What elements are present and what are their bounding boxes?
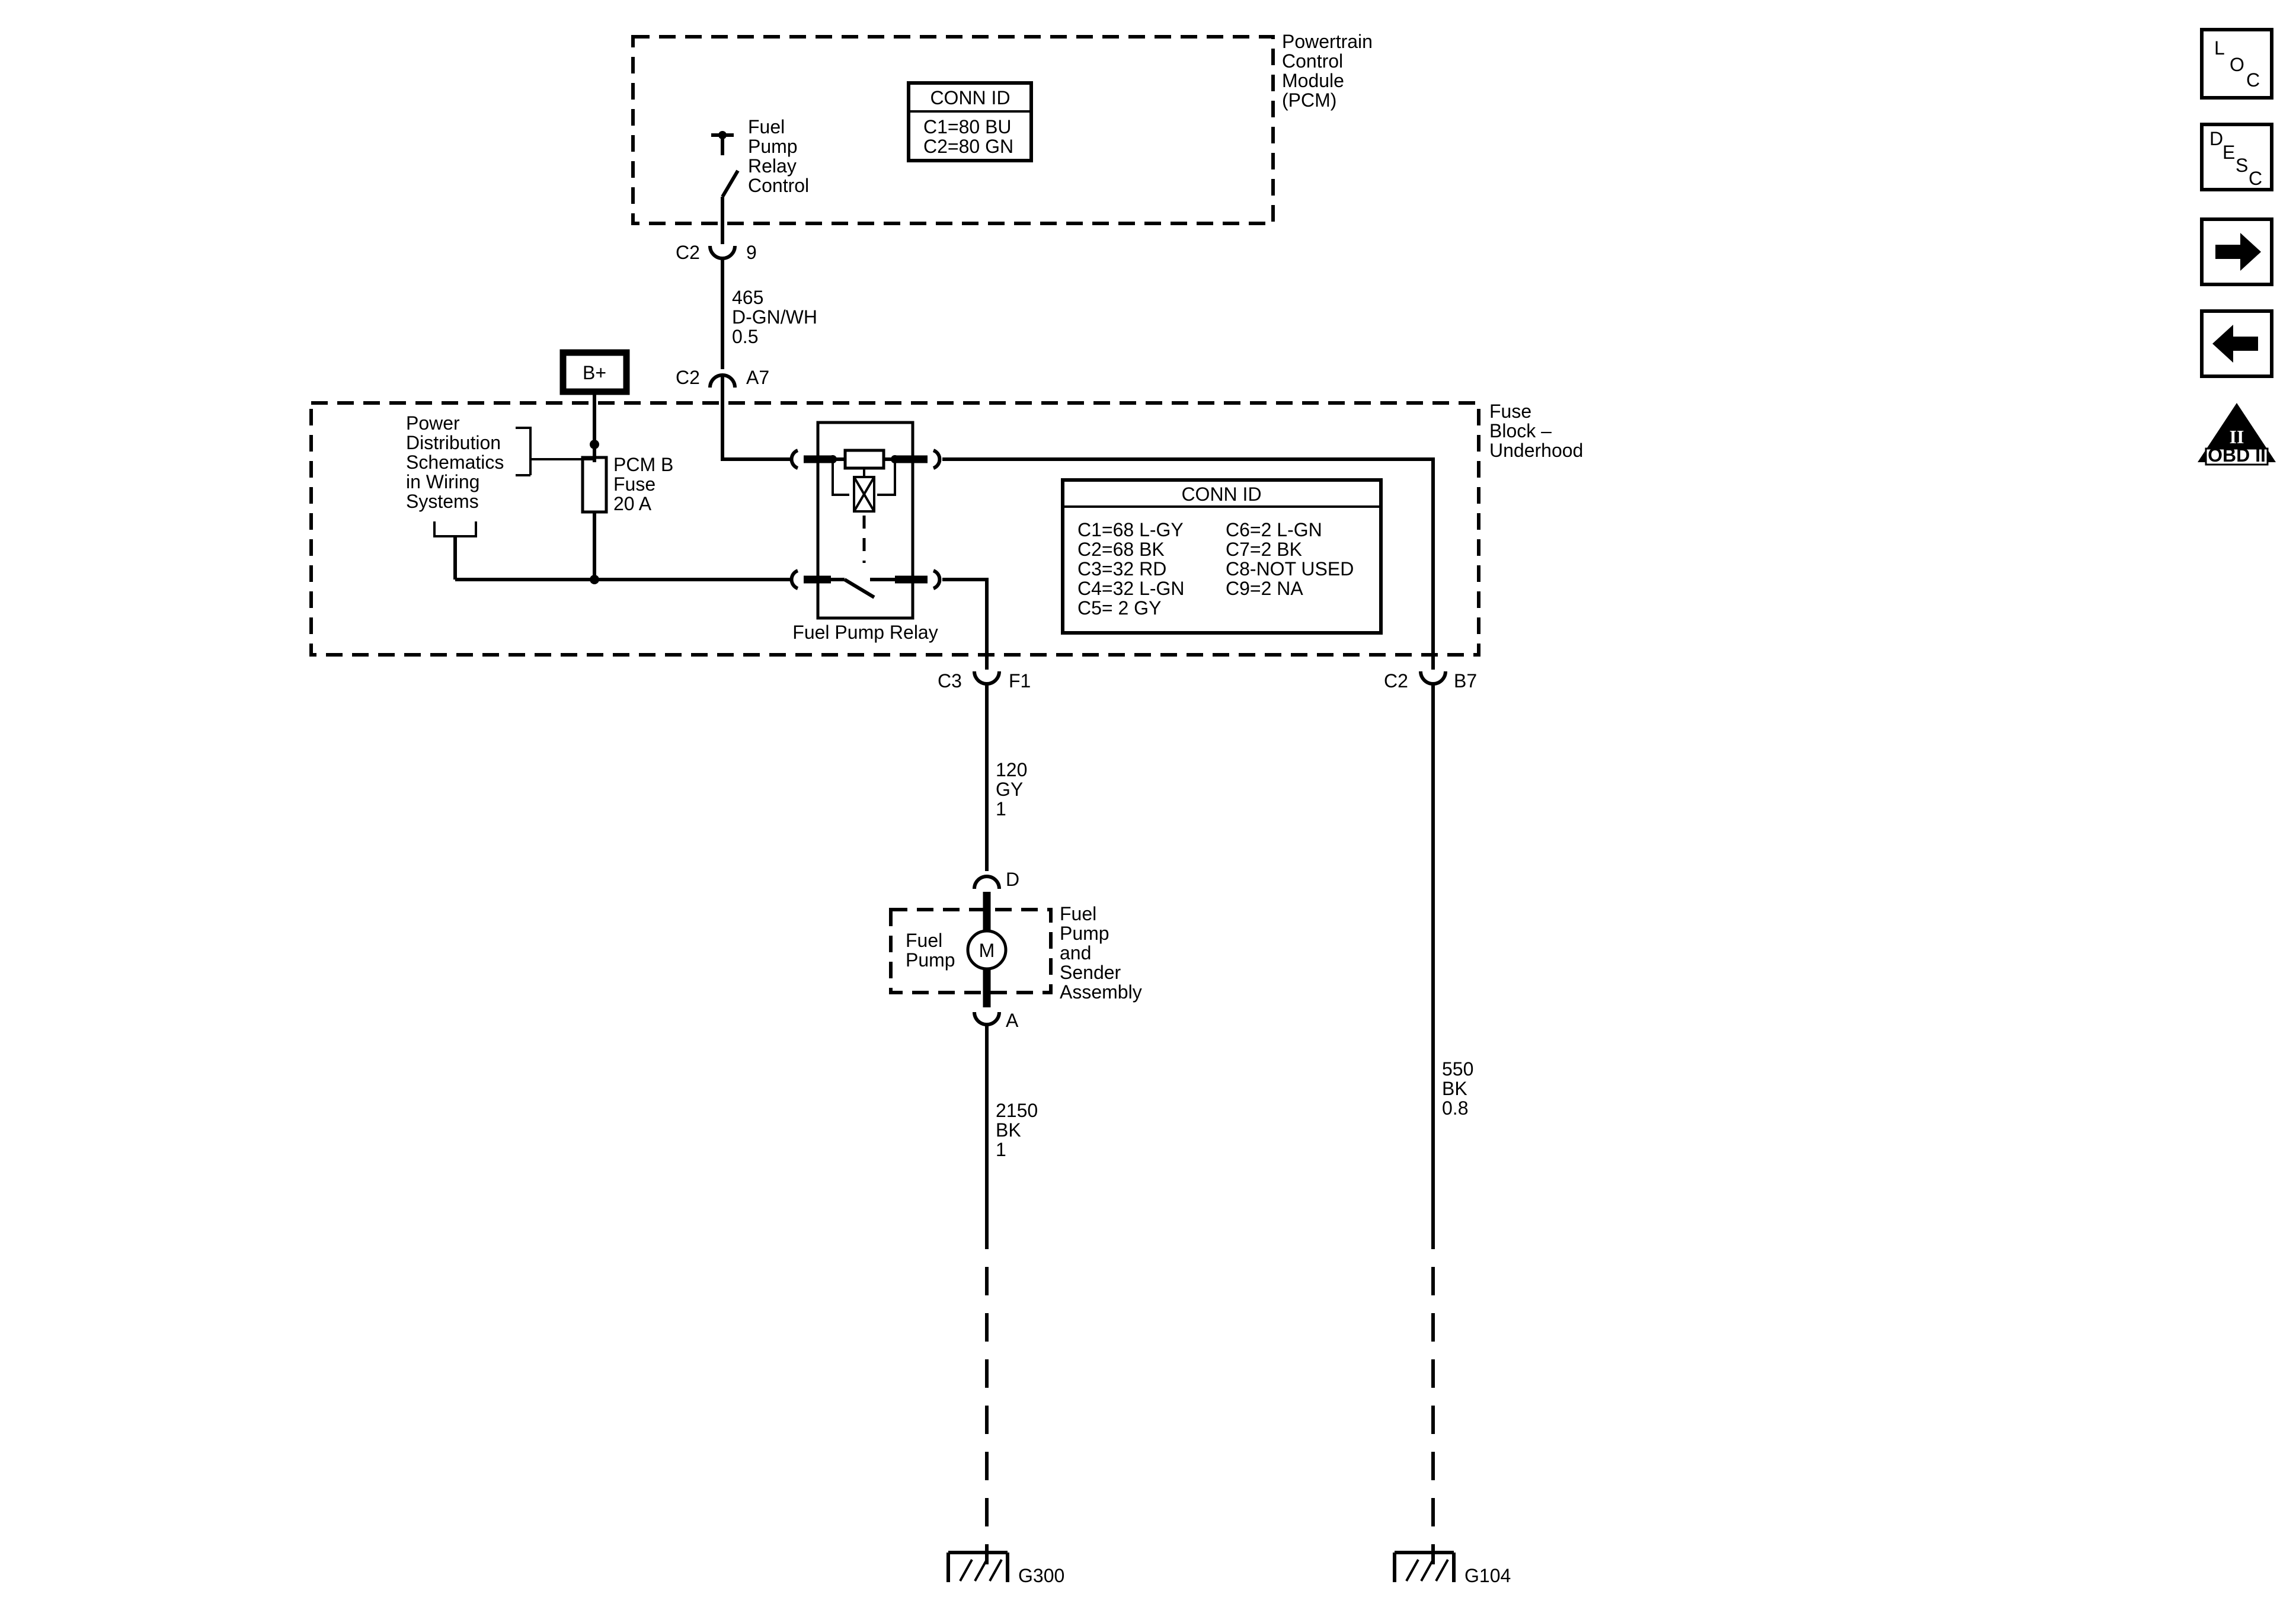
switch-label-line: Fuel	[748, 116, 785, 137]
pcm-name-line: (PCM)	[1282, 89, 1336, 111]
desc-button[interactable]: D E S C	[2200, 123, 2273, 191]
obd-label: OBD II	[2208, 444, 2266, 466]
power-dist-line: Distribution	[406, 432, 501, 453]
assembly-label-line: Assembly	[1060, 981, 1142, 1003]
ground-g300-label: G300	[1018, 1565, 1064, 1586]
battery-positive-symbol: B+	[559, 349, 630, 462]
wire-120-circuit: 120	[996, 759, 1027, 780]
power-dist-line: Power	[406, 412, 460, 434]
connector-b7	[1419, 671, 1447, 1564]
fuse-conn-id-entry: C9=2 NA	[1226, 578, 1303, 599]
pcm-name-line: Control	[1282, 50, 1343, 72]
desc-letter: S	[2236, 155, 2248, 176]
wire-550-circuit: 550	[1442, 1058, 1473, 1080]
fuse-conn-id-entry: C1=68 L-GY	[1077, 519, 1184, 540]
pcm-conn-id-table: CONN ID C1=80 BU C2=80 GN	[907, 81, 1033, 162]
switch-label-line: Pump	[748, 136, 798, 157]
fuse-block-name-line: Fuse	[1489, 401, 1531, 422]
pin-d: D	[1006, 869, 1019, 890]
obd-ii-button[interactable]: II OBD II	[2198, 403, 2276, 466]
fuse-label-line: Fuse	[613, 473, 655, 495]
right-arrow-icon	[2215, 233, 2261, 271]
wire-465-size: 0.5	[732, 326, 758, 347]
fuse-conn-id-entry: C5= 2 GY	[1077, 597, 1161, 619]
fuse-connector-pin-a7: A7	[746, 367, 769, 388]
fuse-conn-id-entry: C2=68 BK	[1077, 539, 1165, 560]
fuse-conn-id-title: CONN ID	[1181, 484, 1261, 505]
fuse-block-conn-id-table: CONN ID C1=68 L-GY C2=68 BK C3=32 RD C4=…	[1061, 478, 1383, 635]
connector-pin-b7: B7	[1454, 670, 1477, 692]
fuse-block-name-line: Underhood	[1489, 440, 1583, 461]
pcm-name-line: Powertrain	[1282, 31, 1373, 52]
wire-120-color: GY	[996, 779, 1023, 800]
switch-label-line: Relay	[748, 155, 797, 177]
assembly-label-line: Sender	[1060, 962, 1121, 983]
loc-letter: C	[2246, 69, 2260, 91]
fuse-conn-id-entry: C3=32 RD	[1077, 558, 1166, 580]
wire-465-color: D-GN/WH	[732, 306, 817, 328]
fuse-block-name-line: Block –	[1489, 420, 1552, 441]
assembly-label-line: and	[1060, 942, 1091, 964]
ground-g104-label: G104	[1464, 1565, 1511, 1586]
left-arrow-icon	[2212, 325, 2258, 363]
loc-letter: L	[2214, 37, 2225, 59]
fuse-label-line: PCM B	[613, 454, 673, 475]
ground-g300-symbol	[946, 1551, 1009, 1582]
pcm-name-line: Module	[1282, 70, 1344, 91]
pcm-conn-id-entry: C1=80 BU	[923, 116, 1012, 137]
switch-label-line: Control	[748, 175, 809, 196]
loc-letter: O	[2230, 54, 2244, 75]
ground-g104-symbol	[1393, 1551, 1456, 1582]
pcm-connector-c2: C2	[676, 242, 700, 263]
connector-c2-b7: C2	[1384, 670, 1408, 692]
pcm-connector-pin-9: 9	[746, 242, 757, 263]
fuel-pump-relay	[789, 421, 942, 620]
power-dist-line: Schematics	[406, 452, 504, 473]
pcm-conn-id-title: CONN ID	[930, 87, 1010, 108]
pump-label-line: Pump	[906, 949, 955, 971]
bplus-label: B+	[583, 362, 606, 383]
pump-label-line: Fuel	[906, 930, 942, 951]
power-dist-line: Systems	[406, 491, 479, 512]
wire-2150-color: BK	[996, 1119, 1021, 1141]
fuse-conn-id-entry: C7=2 BK	[1226, 539, 1302, 560]
relay-label: Fuel Pump Relay	[792, 622, 938, 643]
wire-550-size: 0.8	[1442, 1097, 1468, 1119]
wire-2150-size: 1	[996, 1139, 1006, 1160]
obd-symbol: II	[2230, 426, 2244, 447]
pin-a: A	[1006, 1010, 1019, 1031]
wire-2150-circuit: 2150	[996, 1100, 1038, 1121]
fuel-pump-relay-control-switch	[711, 131, 740, 224]
fuse-conn-id-entry: C6=2 L-GN	[1226, 519, 1322, 540]
wire-465	[708, 224, 737, 396]
fuel-pump-sender-assembly: M	[889, 875, 1053, 1564]
desc-letter: D	[2209, 128, 2223, 149]
fuse-conn-id-entry: C8-NOT USED	[1226, 558, 1354, 580]
wire-120-size: 1	[996, 798, 1006, 820]
fuse-block-underhood: Fuse Block – Underhood Power Distributio…	[309, 396, 1583, 670]
fuse-label-line: 20 A	[613, 493, 652, 514]
connector-c3: C3	[938, 670, 962, 692]
previous-page-button[interactable]	[2200, 309, 2273, 378]
obd-triangle-icon	[2198, 403, 2276, 462]
pcm-conn-id-entry: C2=80 GN	[923, 136, 1013, 157]
connector-f1	[973, 671, 1001, 871]
assembly-label-line: Fuel	[1060, 903, 1096, 924]
motor-symbol: M	[979, 940, 995, 961]
assembly-label-line: Pump	[1060, 923, 1109, 944]
fuse-conn-id-entry: C4=32 L-GN	[1077, 578, 1185, 599]
fuse-connector-c2: C2	[676, 367, 700, 388]
connector-pin-f1: F1	[1009, 670, 1031, 692]
desc-letter: E	[2223, 142, 2235, 163]
next-page-button[interactable]	[2200, 217, 2273, 286]
wire-465-circuit: 465	[732, 287, 763, 308]
desc-letter: C	[2249, 168, 2262, 189]
power-dist-line: in Wiring	[406, 471, 479, 492]
loc-button[interactable]: L O C	[2200, 28, 2273, 100]
pcm-module: Powertrain Control Module (PCM) CONN ID …	[631, 31, 1373, 225]
wire-550-color: BK	[1442, 1078, 1467, 1099]
